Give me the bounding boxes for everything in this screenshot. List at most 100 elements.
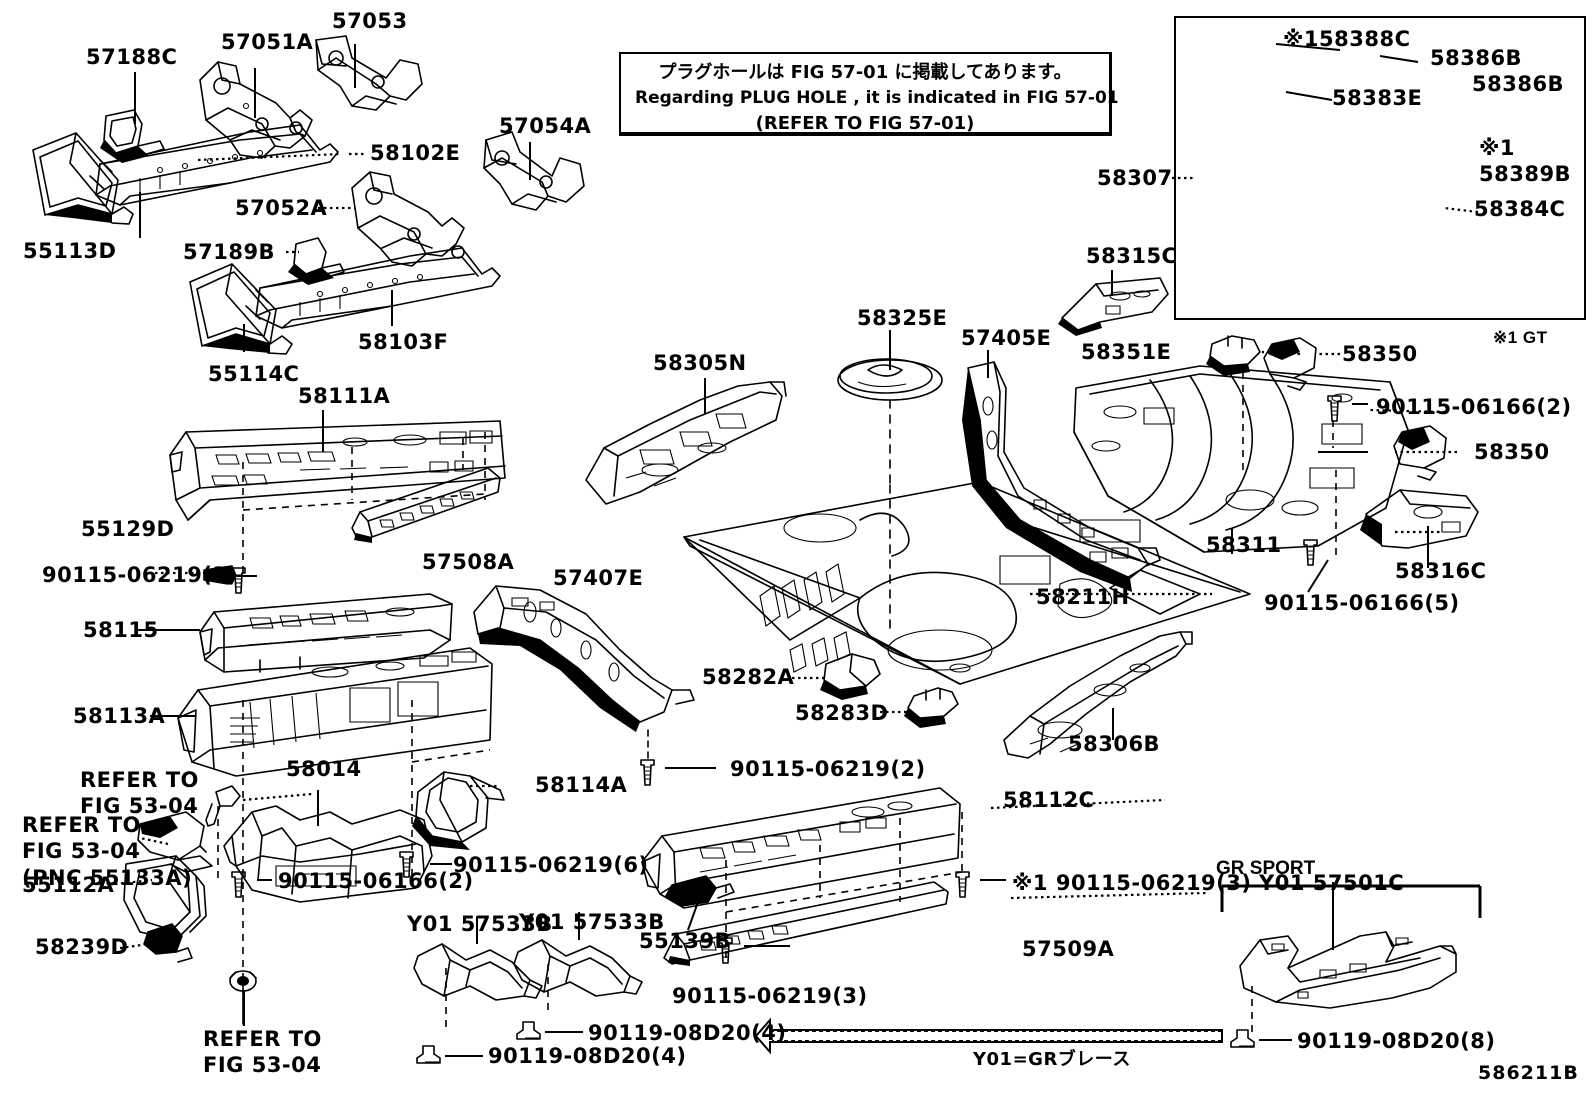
bolt-90115-06166-2a [231,871,246,898]
label-58014: 58014 [286,757,362,781]
label-58113A: 58113A [73,704,166,728]
label-55113D: 55113D [23,239,117,263]
part-57052A [351,171,465,267]
label-58386B-2: 58386B [1472,72,1565,96]
refer2-line-2: FIG 53-04 [22,839,141,864]
part-58114A [412,771,505,850]
label-Y01-57533B-2: Y01 57533B [519,910,665,934]
part-58239D [143,923,193,963]
note-line-jp: プラグホールは FIG 57-01 に掲載してあります。 [658,62,1072,83]
label-57508A: 57508A [422,550,515,574]
part-58282A [820,653,881,700]
drawing-number: 586211B [1478,1062,1579,1084]
label-58384C: 58384C [1474,197,1566,221]
label-x1-58389B: ※1 58389B [1479,135,1571,188]
part-57189B [288,237,345,285]
label-55112A: 55112A [22,873,115,897]
part-58350-right [1393,425,1447,481]
part-Y01-57533B-right [513,939,643,997]
label-refer-fig-53-04-1: REFER TO FIG 53-04 [80,767,199,820]
label-58102E: 58102E [370,141,461,165]
assembly-line [411,749,491,763]
label-90119-08D20-4a: 90119-08D20(4) [588,1021,787,1045]
label-58115: 58115 [83,618,159,642]
label-58111A: 58111A [298,384,391,408]
label-58307: 58307 [1097,166,1173,190]
x1-marker: ※1 [1479,136,1516,160]
part-58283D [904,687,959,728]
bolt-x1-90115-06219-3 [955,871,970,898]
label-58239D: 58239D [35,935,129,959]
label-x1-58388C: ※158388C [1283,27,1411,51]
label-55139B: 55139B [639,929,732,953]
part-55114C [189,263,293,355]
label-58325E: 58325E [857,306,948,330]
label-90115-06219-6: 90115-06219(6) [453,853,649,877]
label-58211H: 58211H [1036,585,1130,609]
part-58111A [169,420,506,521]
label-58282A: 58282A [702,665,795,689]
gr-sport-title: GR SPORT [1216,858,1316,879]
bolt-90115-06166-5 [1303,539,1318,566]
part-58350-upper [1263,337,1317,391]
part-58351E [1206,335,1261,376]
part-58115 [199,593,453,673]
label-58306B: 58306B [1068,732,1161,756]
part-58103F [255,245,501,329]
refer-line-2: FIG 53-04 [80,794,199,819]
label-90115-06166-2a: 90115-06166(2) [278,869,474,893]
label-58311: 58311 [1206,533,1282,557]
refer-line-1: REFER TO [80,768,199,792]
assembly-line [242,493,486,511]
refer3-line-2: FIG 53-04 [203,1053,322,1078]
label-57051A: 57051A [221,30,314,54]
label-58315C: 58315C [1086,244,1178,268]
label-57407E: 57407E [553,566,644,590]
label-90115-06219-3a: 90115-06219(3) [42,563,238,587]
part-57053 [315,35,423,111]
label-58305N: 58305N [653,351,747,375]
part-Y01-57501C [1239,931,1457,1009]
label-57509A: 57509A [1022,937,1115,961]
note-line-ref: (REFER TO FIG 57-01) [755,112,975,134]
label-57189B: 57189B [183,240,276,264]
part-58325E [837,358,943,401]
label-57053: 57053 [332,9,408,33]
label-58103F: 58103F [358,330,449,354]
label-57405E: 57405E [961,326,1052,350]
part-57407E [473,585,695,732]
part-Y01-57533B-left [413,943,543,1001]
gt-inset-box [1174,16,1586,320]
label-90119-08D20-8: 90119-08D20(8) [1297,1029,1496,1053]
bolt-90115-06219-2a [640,759,655,786]
bolt-90115-06166-2b [1327,395,1342,422]
bolt-90119-08D20-4b [416,1045,441,1064]
label-58383E: 58383E [1332,86,1423,110]
label-58283D: 58283D [795,701,889,725]
part-55139B [665,875,735,907]
label-90115-06166-5: 90115-06166(5) [1264,591,1460,615]
label-55114C: 55114C [208,362,300,386]
label-58350-right: 58350 [1474,440,1550,464]
label-57054A: 57054A [499,114,592,138]
part-57054A [483,131,585,211]
note-line-en: Regarding PLUG HOLE , it is indicated in… [635,88,1119,109]
part-57405E [962,361,1161,592]
refer2-line-3: (PNC 55133A) [22,865,193,890]
label-58351E: 58351E [1081,340,1172,364]
bolt-90119-08D20-4a [516,1021,541,1040]
plug-hole-note-box: プラグホールは FIG 57-01 に掲載してあります。 Regarding P… [619,52,1119,136]
assembly-line [725,871,963,913]
bolt-refer-53-04-top [205,785,241,827]
part-58311 [1073,365,1409,553]
label-58350-upper: 58350 [1342,342,1418,366]
label-refer-fig-53-04-3: REFER TO FIG 53-04 [203,1026,322,1079]
part-58316C [1360,489,1479,549]
nut-refer-53-04-bottom [229,970,257,992]
label-58316C: 58316C [1395,559,1487,583]
label-58386B-1: 58386B [1430,46,1523,70]
label-58114A: 58114A [535,773,628,797]
label-57188C: 57188C [86,45,178,69]
part-58305N [585,381,787,505]
